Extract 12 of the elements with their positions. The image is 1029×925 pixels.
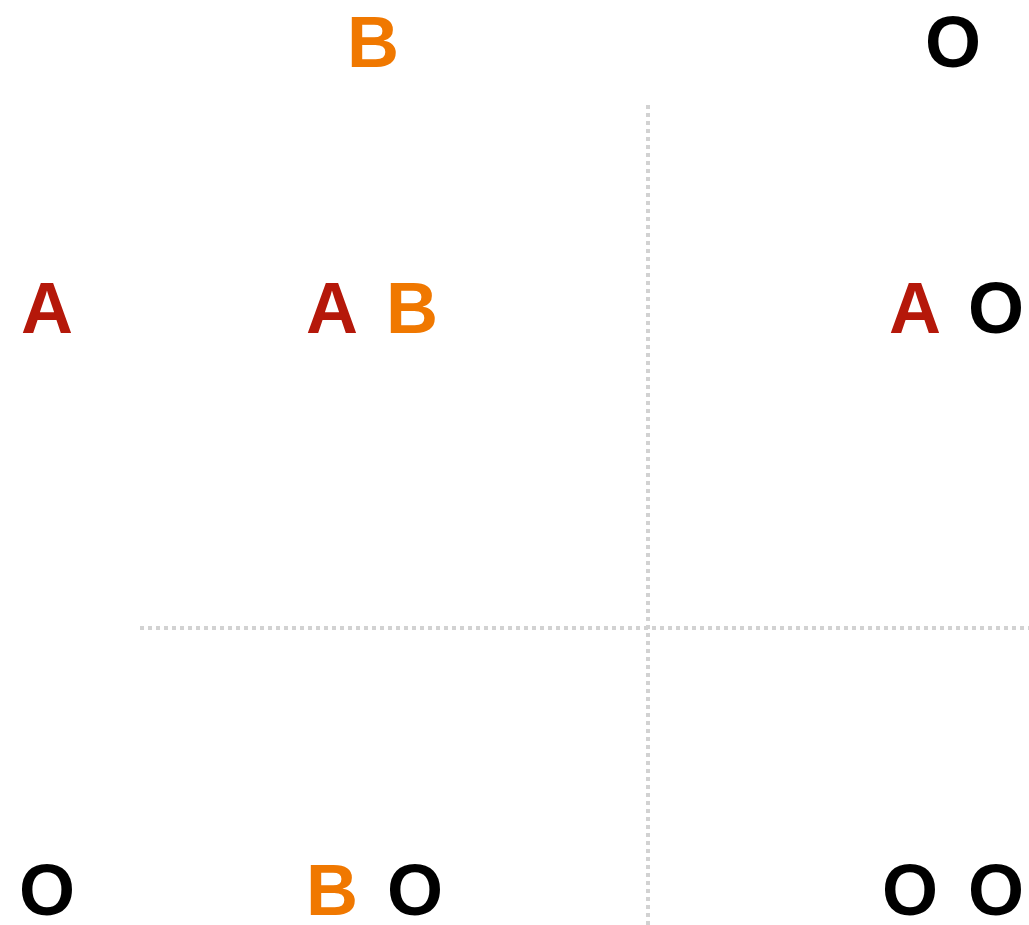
genotype-allele: O xyxy=(882,854,938,925)
genotype-allele: A xyxy=(889,272,941,344)
header-allele: O xyxy=(19,854,75,925)
genotype-allele: A xyxy=(306,272,358,344)
genotype-allele: O xyxy=(968,854,1024,925)
genotype-allele: O xyxy=(968,272,1024,344)
header-allele: B xyxy=(347,6,399,78)
header-allele: A xyxy=(21,272,73,344)
genotype-allele: O xyxy=(387,854,443,925)
genotype-allele: B xyxy=(386,272,438,344)
genotype-allele: B xyxy=(306,854,358,925)
header-allele: O xyxy=(925,6,981,78)
